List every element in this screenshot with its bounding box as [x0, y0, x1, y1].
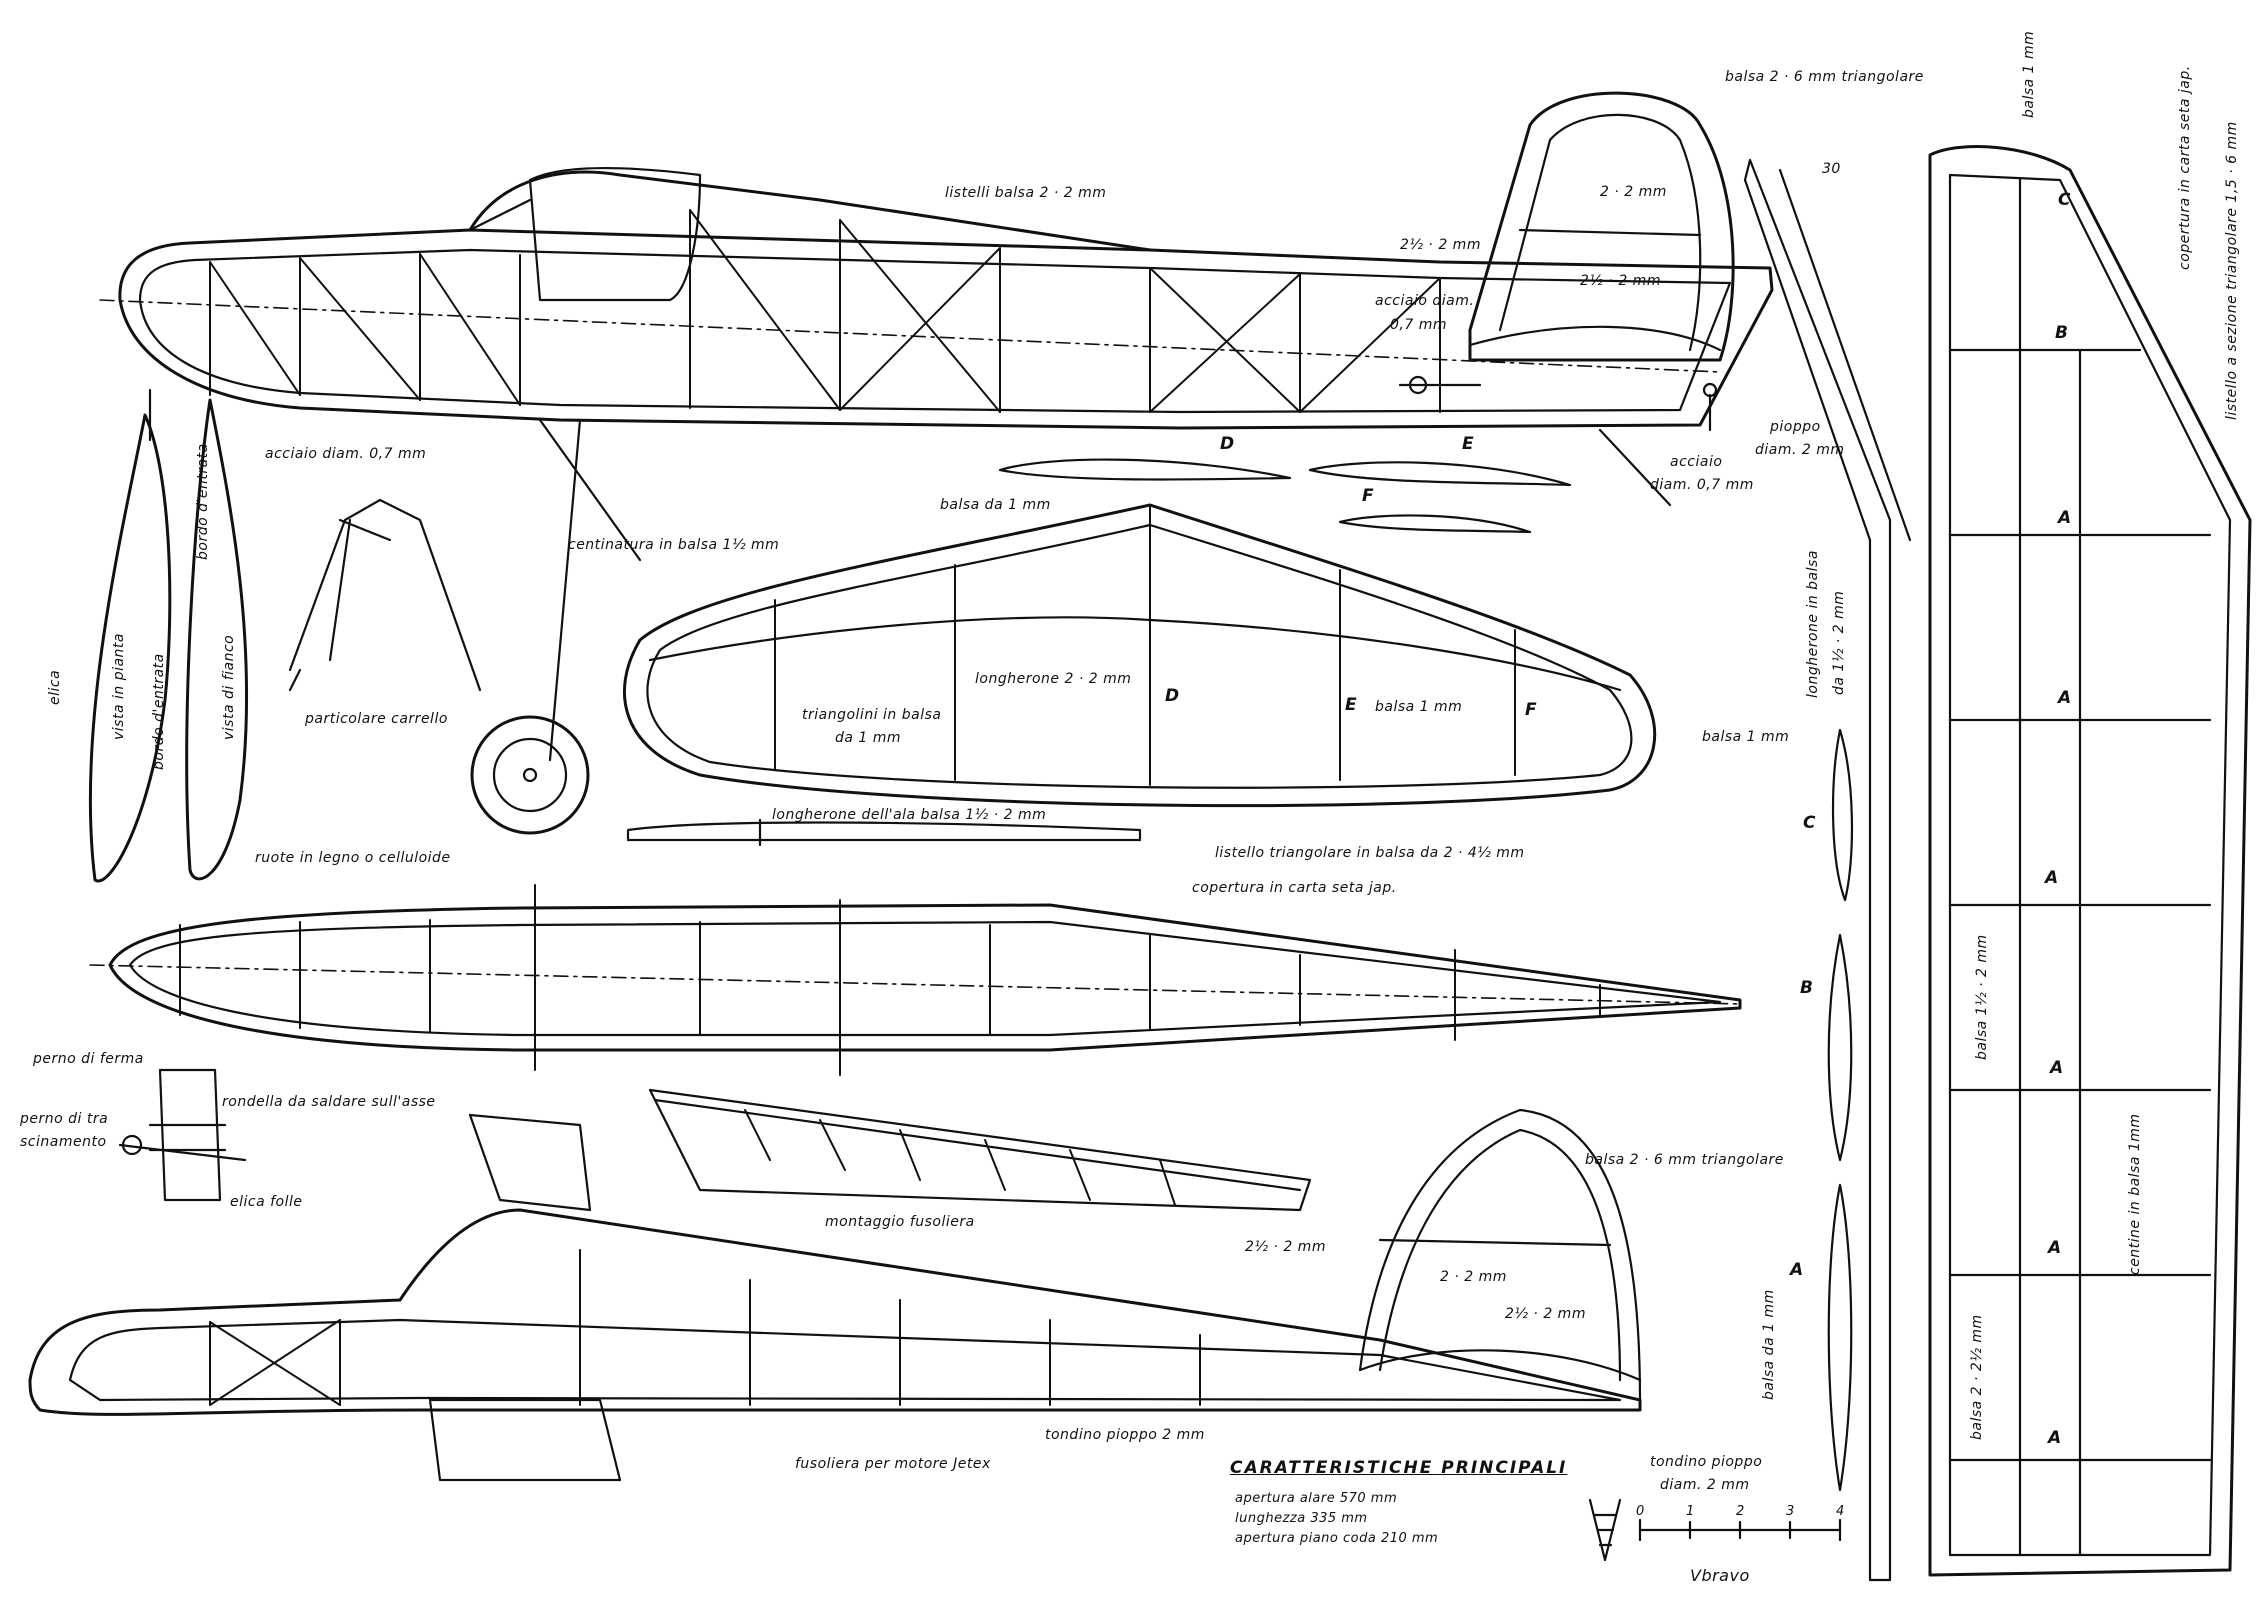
label-sec-C: C [1803, 813, 1816, 833]
label-panel-A-4: A [2050, 1058, 2064, 1078]
label-centinatura: centinatura in balsa 1½ mm [568, 537, 780, 553]
half-wing-panel [1928, 145, 2252, 1577]
label-panel-A-2: A [2058, 688, 2072, 708]
label-tondino-1: tondino pioppo 2 mm [1045, 1427, 1205, 1443]
label-copertura-right: copertura in carta seta jap. [2177, 65, 2193, 270]
label-tail-2half: 2½ · 2 mm [1400, 237, 1481, 253]
label-panel-C: C [2058, 190, 2071, 210]
label-wing-E: E [1345, 695, 1358, 715]
wing-plan-view [622, 503, 1657, 847]
label-dim-30: 30 [1822, 161, 1841, 177]
label-panel-B: B [2055, 323, 2069, 343]
label-rondella: rondella da saldare sull'asse [222, 1094, 436, 1110]
label-longherone-ala: longherone dell'ala balsa 1½ · 2 mm [772, 807, 1047, 823]
label-vista-pianta: vista in pianta [111, 633, 127, 740]
label-balsa-1mm-r: balsa 1 mm [1702, 729, 1790, 745]
landing-gear-detail [288, 498, 482, 692]
fuselage-top-view [89, 884, 1742, 1076]
label-vista-fianco: vista di fianco [221, 634, 237, 740]
fuselage-assembly-drawing [468, 1088, 1312, 1212]
label-pioppo-1: pioppo [1770, 419, 1821, 435]
label-bordo-entrata-top: bordo d'entrata [195, 443, 211, 560]
label-wing-D: D [1165, 686, 1180, 706]
scale-bar [1638, 1518, 1842, 1542]
label-sec-B: B [1800, 978, 1814, 998]
specs-title: CARATTERISTICHE PRINCIPALI [1230, 1458, 1568, 1478]
label-balsa-1: balsa da 1 mm [940, 497, 1051, 513]
scale-label-2: 2 [1736, 1504, 1745, 1519]
label-longherone-balsa-1: longherone in balsa [1805, 550, 1821, 698]
label-listelli: listelli balsa 2 · 2 mm [945, 185, 1107, 201]
fuselage-side-view-upper [99, 91, 1774, 762]
label-perno-ferma: perno di ferma [33, 1051, 144, 1067]
scale-label-0: 0 [1636, 1504, 1645, 1519]
label-balsa-2-2half-v: balsa 2 · 2½ mm [1969, 1314, 1985, 1440]
label-tail-bot-2half-b: 2½ · 2 mm [1505, 1306, 1586, 1322]
label-tail-2x2: 2 · 2 mm [1600, 184, 1667, 200]
label-triangolini-1: triangolini in balsa [802, 707, 942, 723]
label-pioppo-2: diam. 2 mm [1755, 442, 1845, 458]
scale-label-1: 1 [1686, 1504, 1695, 1519]
label-balsa-da-1mm-v: balsa da 1 mm [1761, 1289, 1777, 1400]
label-elica-folle: elica folle [230, 1194, 303, 1210]
rib-airfoils-CBA [1827, 728, 1854, 1492]
specs-line-1: apertura alare 570 mm [1235, 1491, 1398, 1506]
label-panel-A-3: A [2045, 868, 2059, 888]
label-balsa-tri-top: balsa 2 · 6 mm triangolare [1725, 69, 1924, 85]
label-tail-bot-2x2: 2 · 2 mm [1440, 1269, 1507, 1285]
label-panel-A-1: A [2058, 508, 2072, 528]
label-acciaio-r2: diam. 0,7 mm [1650, 477, 1754, 493]
label-sec-E: E [1462, 434, 1475, 454]
engine-ladder-icon [1588, 1498, 1622, 1562]
label-wing-F: F [1525, 700, 1538, 720]
label-listello-right: listello a sezione triangolare 1,5 · 6 m… [2224, 121, 2240, 420]
label-centine-v: centine in balsa 1mm [2127, 1113, 2143, 1275]
label-particolare-carrello: particolare carrello [305, 711, 448, 727]
propeller-views [88, 388, 249, 883]
prop-hub-detail [118, 1068, 247, 1202]
label-panel-A-6: A [2048, 1428, 2062, 1448]
label-acciaio-r1: acciaio [1670, 454, 1723, 470]
label-fusoliera-jetex: fusoliera per motore Jetex [795, 1456, 991, 1472]
label-balsa-tri-bot: balsa 2 · 6 mm triangolare [1585, 1152, 1784, 1168]
scale-label-3: 3 [1786, 1504, 1795, 1519]
label-sec-D: D [1220, 434, 1235, 454]
specs-line-2: lunghezza 335 mm [1235, 1511, 1368, 1526]
label-panel-A-5: A [2048, 1238, 2062, 1258]
label-perno-tra-1: perno di tra [20, 1111, 109, 1127]
stabilizer-spar [1743, 158, 1912, 1582]
label-tondino-2a: tondino pioppo [1650, 1454, 1763, 1470]
label-triangolini-2: da 1 mm [835, 730, 902, 746]
label-balsa-1mm-top: balsa 1 mm [2021, 30, 2037, 118]
label-listello-tri: listello triangolare in balsa da 2 · 4½ … [1215, 845, 1525, 861]
label-longherone-balsa-2: da 1½ · 2 mm [1831, 590, 1847, 695]
label-bordo-entrata-mid: bordo d'entrata [151, 653, 167, 770]
label-acciaio-left: acciaio diam. 0,7 mm [265, 446, 427, 462]
label-copertura-mid: copertura in carta seta jap. [1192, 880, 1397, 896]
scale-label-4: 4 [1836, 1504, 1845, 1519]
label-tail-2half-b: 2½ · 2 mm [1580, 273, 1661, 289]
designer-signature: Vbravo [1690, 1566, 1750, 1585]
label-tail-bot-2half: 2½ · 2 mm [1245, 1239, 1326, 1255]
label-sec-A: A [1790, 1260, 1804, 1280]
label-sec-F: F [1362, 486, 1375, 506]
fuselage-side-view-lower [28, 1108, 1642, 1482]
label-montaggio: montaggio fusoliera [825, 1214, 975, 1230]
label-perno-tra-2: scinamento [20, 1134, 107, 1150]
rib-sections-DEF [998, 458, 1572, 534]
wheel-drawing [470, 715, 590, 835]
label-balsa-1mm-wing: balsa 1 mm [1375, 699, 1463, 715]
label-acciaio-top-1: acciaio diam. [1375, 293, 1475, 309]
label-acciaio-top-2: 0,7 mm [1390, 317, 1447, 333]
label-ruote: ruote in legno o celluloide [255, 850, 451, 866]
specs-line-3: apertura piano coda 210 mm [1235, 1531, 1439, 1546]
label-elica: elica [47, 669, 63, 705]
label-balsa-1half-v: balsa 1½ · 2 mm [1974, 934, 1990, 1060]
label-tondino-2b: diam. 2 mm [1660, 1477, 1750, 1493]
label-longherone-2x2: longherone 2 · 2 mm [975, 671, 1132, 687]
